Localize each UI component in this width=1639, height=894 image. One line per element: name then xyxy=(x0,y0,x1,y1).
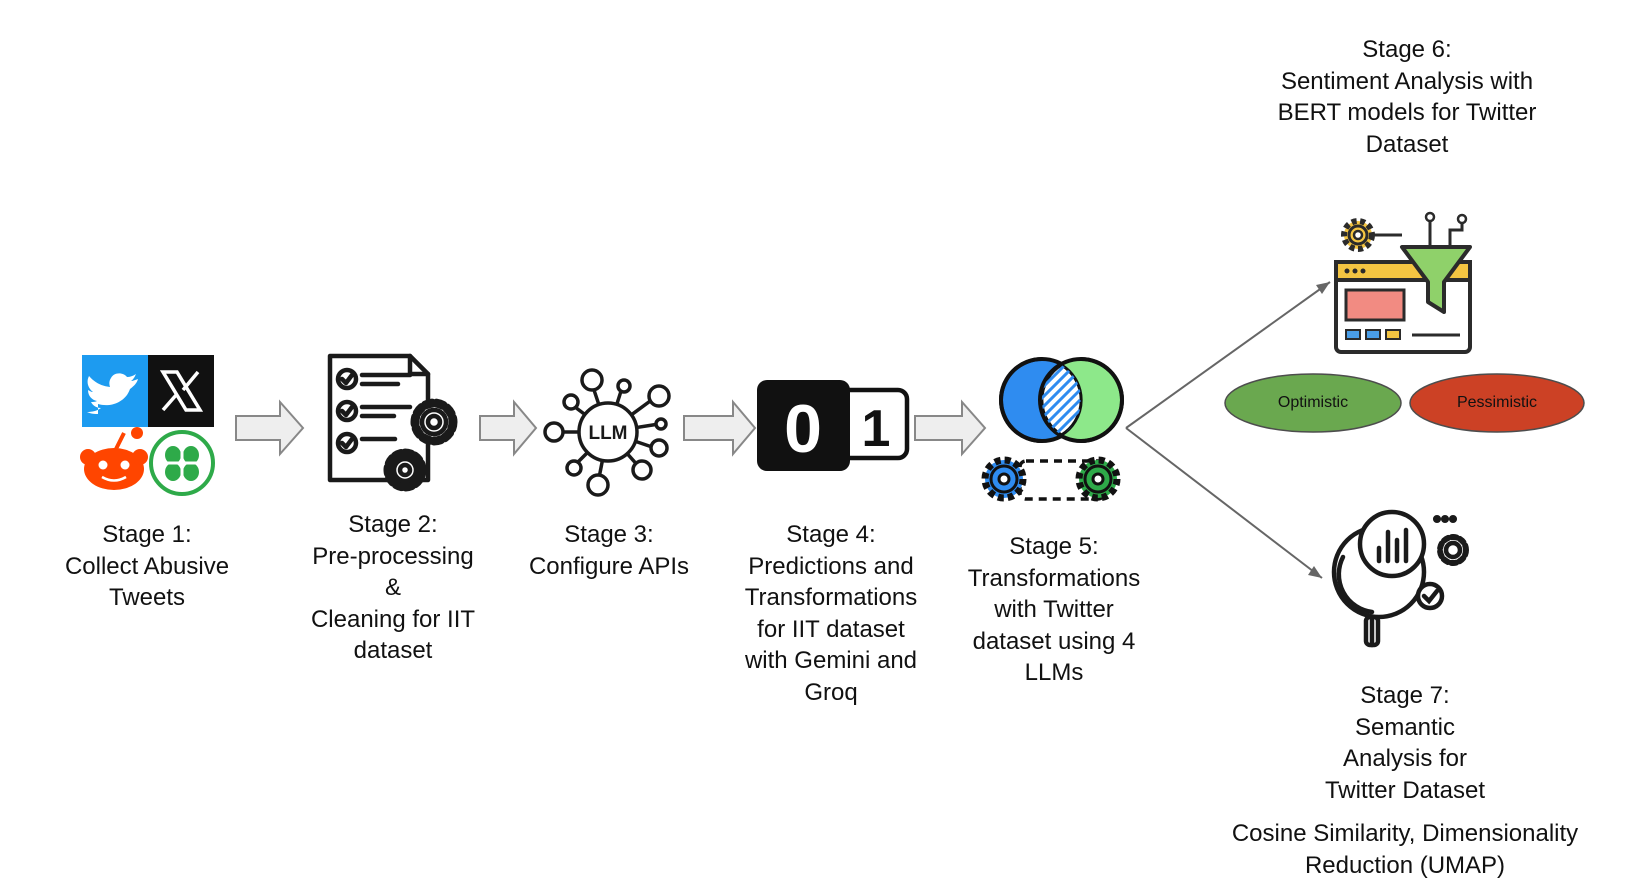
stage2-line: Pre-processing xyxy=(312,542,474,570)
stage3-title: Stage 3: xyxy=(564,521,654,548)
stage6-title: Stage 6: xyxy=(1362,36,1452,63)
venn-gears-icon xyxy=(981,357,1124,502)
pessimistic-ellipse xyxy=(1409,373,1585,433)
stage7-line: Semantic xyxy=(1354,713,1456,741)
checklist-gears-icon xyxy=(327,353,458,492)
optimistic-label: Optimistic xyxy=(1277,394,1349,411)
stage7-title: Stage 7: xyxy=(1360,682,1450,709)
stage4-line: Transformations xyxy=(744,584,918,611)
branch-arrow-down xyxy=(1125,427,1323,579)
stage4-line: Groq xyxy=(804,678,858,706)
optimistic-ellipse xyxy=(1224,373,1402,433)
reddit-icon xyxy=(80,427,148,490)
stage1-line: Tweets xyxy=(108,584,186,611)
stage4-label: Stage 4: Predictions and Transformations… xyxy=(728,519,934,708)
stage7-label: Stage 7: Semantic Analysis for Twitter D… xyxy=(1300,680,1510,806)
stage3-line: Configure APIs xyxy=(528,552,690,580)
clover-icon xyxy=(149,430,215,496)
llm-badge-text: LLM xyxy=(588,423,627,444)
stage7-line: Twitter Dataset xyxy=(1324,776,1486,804)
binary-digits-icon: 0 1 xyxy=(757,380,910,471)
stage1-title: Stage 1: xyxy=(102,521,192,548)
stage1-label: Stage 1: Collect Abusive Tweets xyxy=(47,519,247,614)
stage4-title: Stage 4: xyxy=(786,521,876,548)
stage5-line: with Twitter xyxy=(994,596,1114,623)
digit-zero: 0 xyxy=(784,391,822,467)
stage3-label: Stage 3: Configure APIs xyxy=(511,519,707,582)
stage6-line: Sentiment Analysis with xyxy=(1280,67,1534,95)
stage7-line: Analysis for xyxy=(1342,745,1468,772)
branch-arrow-up xyxy=(1125,281,1331,429)
stage5-label: Stage 5: Transformations with Twitter da… xyxy=(951,531,1157,689)
stage6-line: BERT models for Twitter xyxy=(1277,99,1537,126)
stage4-line: Predictions and xyxy=(748,552,914,580)
x-logo-icon xyxy=(148,355,214,427)
twitter-bird-icon xyxy=(82,355,148,427)
stage7-methods-line: Reduction (UMAP) xyxy=(1304,851,1506,879)
stage2-line: dataset xyxy=(353,637,433,664)
stage5-line: dataset using 4 xyxy=(972,627,1136,655)
flow-arrow-3 xyxy=(683,399,757,457)
pessimistic-label: Pessimistic xyxy=(1456,394,1537,411)
flow-arrow-1 xyxy=(235,399,305,457)
stage7-methods-line: Cosine Similarity, Dimensionality xyxy=(1231,820,1579,847)
stage7-methods: Cosine Similarity, Dimensionality Reduct… xyxy=(1205,818,1605,881)
stage5-line: Transformations xyxy=(967,564,1141,592)
stage6-line: Dataset xyxy=(1365,130,1449,158)
stage4-line: with Gemini and xyxy=(744,647,918,674)
stage2-label: Stage 2: Pre-processing & Cleaning for I… xyxy=(293,509,493,667)
stage6-label: Stage 6: Sentiment Analysis with BERT mo… xyxy=(1252,34,1562,160)
stage5-line: LLMs xyxy=(1024,659,1084,686)
stage1-line: Collect Abusive xyxy=(64,552,230,580)
stage2-title: Stage 2: xyxy=(348,511,438,538)
funnel-dashboard-icon xyxy=(1334,211,1472,354)
stage4-line: for IIT dataset xyxy=(757,615,905,643)
flow-arrow-4 xyxy=(914,399,987,457)
stage2-line: & xyxy=(384,574,401,601)
llm-network-icon: LLM xyxy=(543,368,671,497)
digit-one: 1 xyxy=(862,400,891,458)
magnifier-analytics-icon xyxy=(1331,509,1469,648)
stage5-title: Stage 5: xyxy=(1009,533,1099,560)
flow-arrow-2 xyxy=(479,399,538,457)
stage2-line: Cleaning for IIT xyxy=(310,605,476,633)
